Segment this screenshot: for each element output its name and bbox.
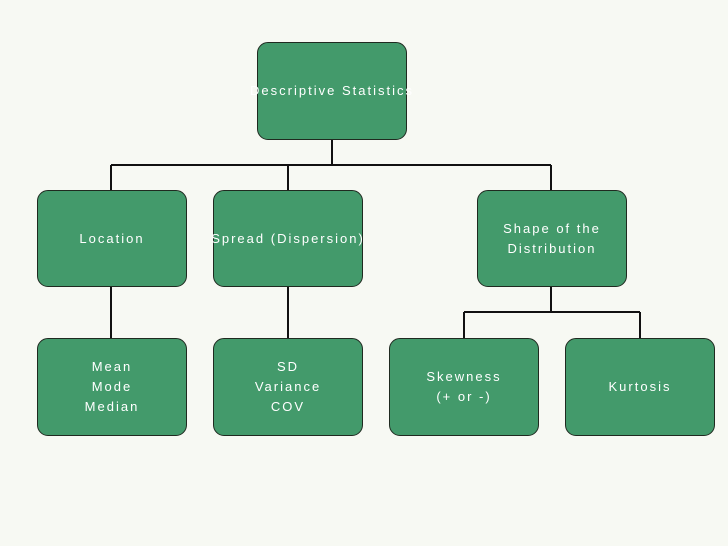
node-location: Location (37, 190, 187, 287)
node-skewness: Skewness (+ or -) (389, 338, 539, 436)
node-label: Location (79, 230, 145, 246)
node-label: Spread (Dispersion) (211, 230, 365, 246)
node-kurtosis: Kurtosis (565, 338, 715, 436)
node-label: Skewness (+ or -) (426, 369, 502, 404)
node-descriptive-statistics: Descriptive Statistics (250, 42, 412, 140)
node-label: SD Variance COV (254, 359, 322, 414)
node-label: Descriptive Statistics (250, 83, 414, 98)
node-spread: Spread (Dispersion) (211, 190, 365, 287)
node-shape: Shape of the Distribution (477, 190, 627, 287)
node-sd-variance-cov: SD Variance COV (213, 338, 363, 436)
node-label: Shape of the Distribution (503, 220, 601, 256)
node-label: Mean Mode Median (84, 359, 140, 414)
node-mean-mode-median: Mean Mode Median (37, 338, 187, 436)
node-label: Kurtosis (608, 379, 672, 394)
